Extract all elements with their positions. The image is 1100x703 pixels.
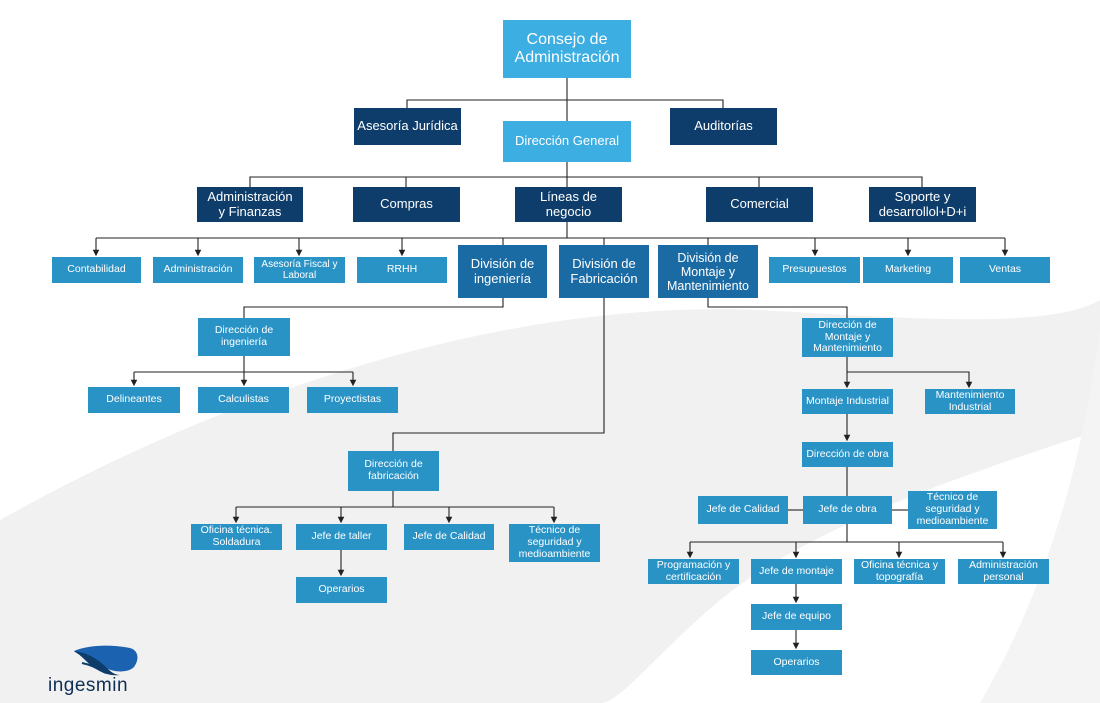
node-programacion: Programación y certificación (648, 559, 739, 584)
node-administracion: Administración (153, 257, 243, 283)
node-jefe-equipo: Jefe de equipo (751, 604, 842, 630)
node-presupuestos: Presupuestos (769, 257, 860, 283)
node-montaje-industrial: Montaje Industrial (802, 389, 893, 414)
node-comercial: Comercial (706, 187, 813, 222)
node-division-fabricacion: División de Fabricación (559, 245, 649, 298)
node-jefe-obra: Jefe de obra (803, 496, 892, 524)
node-oficina-topografia: Oficina técnica y topografía (854, 559, 945, 584)
node-calculistas: Calculistas (198, 387, 289, 413)
node-rrhh: RRHH (357, 257, 447, 283)
node-jefe-taller: Jefe de taller (296, 524, 387, 550)
ingesmin-logo: ingesmin (48, 645, 148, 700)
node-asesoria-fiscal: Asesoría Fiscal y Laboral (254, 257, 345, 283)
node-direccion-montaje: Dirección de Montaje y Mantenimiento (802, 318, 893, 357)
node-asesoria-juridica: Asesoría Jurídica (354, 108, 461, 145)
node-lineas-negocio: Líneas de negocio (515, 187, 622, 222)
node-auditorias: Auditorías (670, 108, 777, 145)
node-admin-finanzas: Administración y Finanzas (197, 187, 303, 222)
node-consejo: Consejo de Administración (503, 20, 631, 78)
node-contabilidad: Contabilidad (52, 257, 141, 283)
node-jefe-calidad-obra: Jefe de Calidad (698, 496, 788, 524)
logo-mark-icon (74, 645, 138, 676)
logo-text: ingesmin (48, 675, 129, 696)
node-mantenimiento-industrial: Mantenimiento Industrial (925, 389, 1015, 414)
node-tecnico-seguridad-obra: Técnico de seguridad y medioambiente (908, 491, 997, 529)
node-jefe-montaje: Jefe de montaje (751, 559, 842, 584)
node-oficina-soldadura: Oficina técnica. Soldadura (191, 524, 282, 550)
node-jefe-calidad-fab: Jefe de Calidad (404, 524, 494, 550)
node-marketing: Marketing (863, 257, 953, 283)
node-division-montaje: División de Montaje y Mantenimiento (658, 245, 758, 298)
node-delineantes: Delineantes (88, 387, 180, 413)
node-direccion-ingenieria: Dirección de ingeniería (198, 318, 290, 356)
node-compras: Compras (353, 187, 460, 222)
node-operarios-fab: Operarios (296, 577, 387, 603)
node-proyectistas: Proyectistas (307, 387, 398, 413)
node-operarios-obra: Operarios (751, 650, 842, 675)
node-tecnico-seguridad-fab: Técnico de seguridad y medioambiente (509, 524, 600, 562)
node-ventas: Ventas (960, 257, 1050, 283)
node-direccion-general: Dirección General (503, 121, 631, 162)
node-soporte: Soporte y desarrollol+D+i (869, 187, 976, 222)
node-direccion-obra: Dirección de obra (802, 442, 893, 467)
node-direccion-fabricacion: Dirección de fabricación (348, 451, 439, 491)
node-division-ingenieria: División de ingeniería (458, 245, 547, 298)
node-administracion-personal: Administración personal (958, 559, 1049, 584)
